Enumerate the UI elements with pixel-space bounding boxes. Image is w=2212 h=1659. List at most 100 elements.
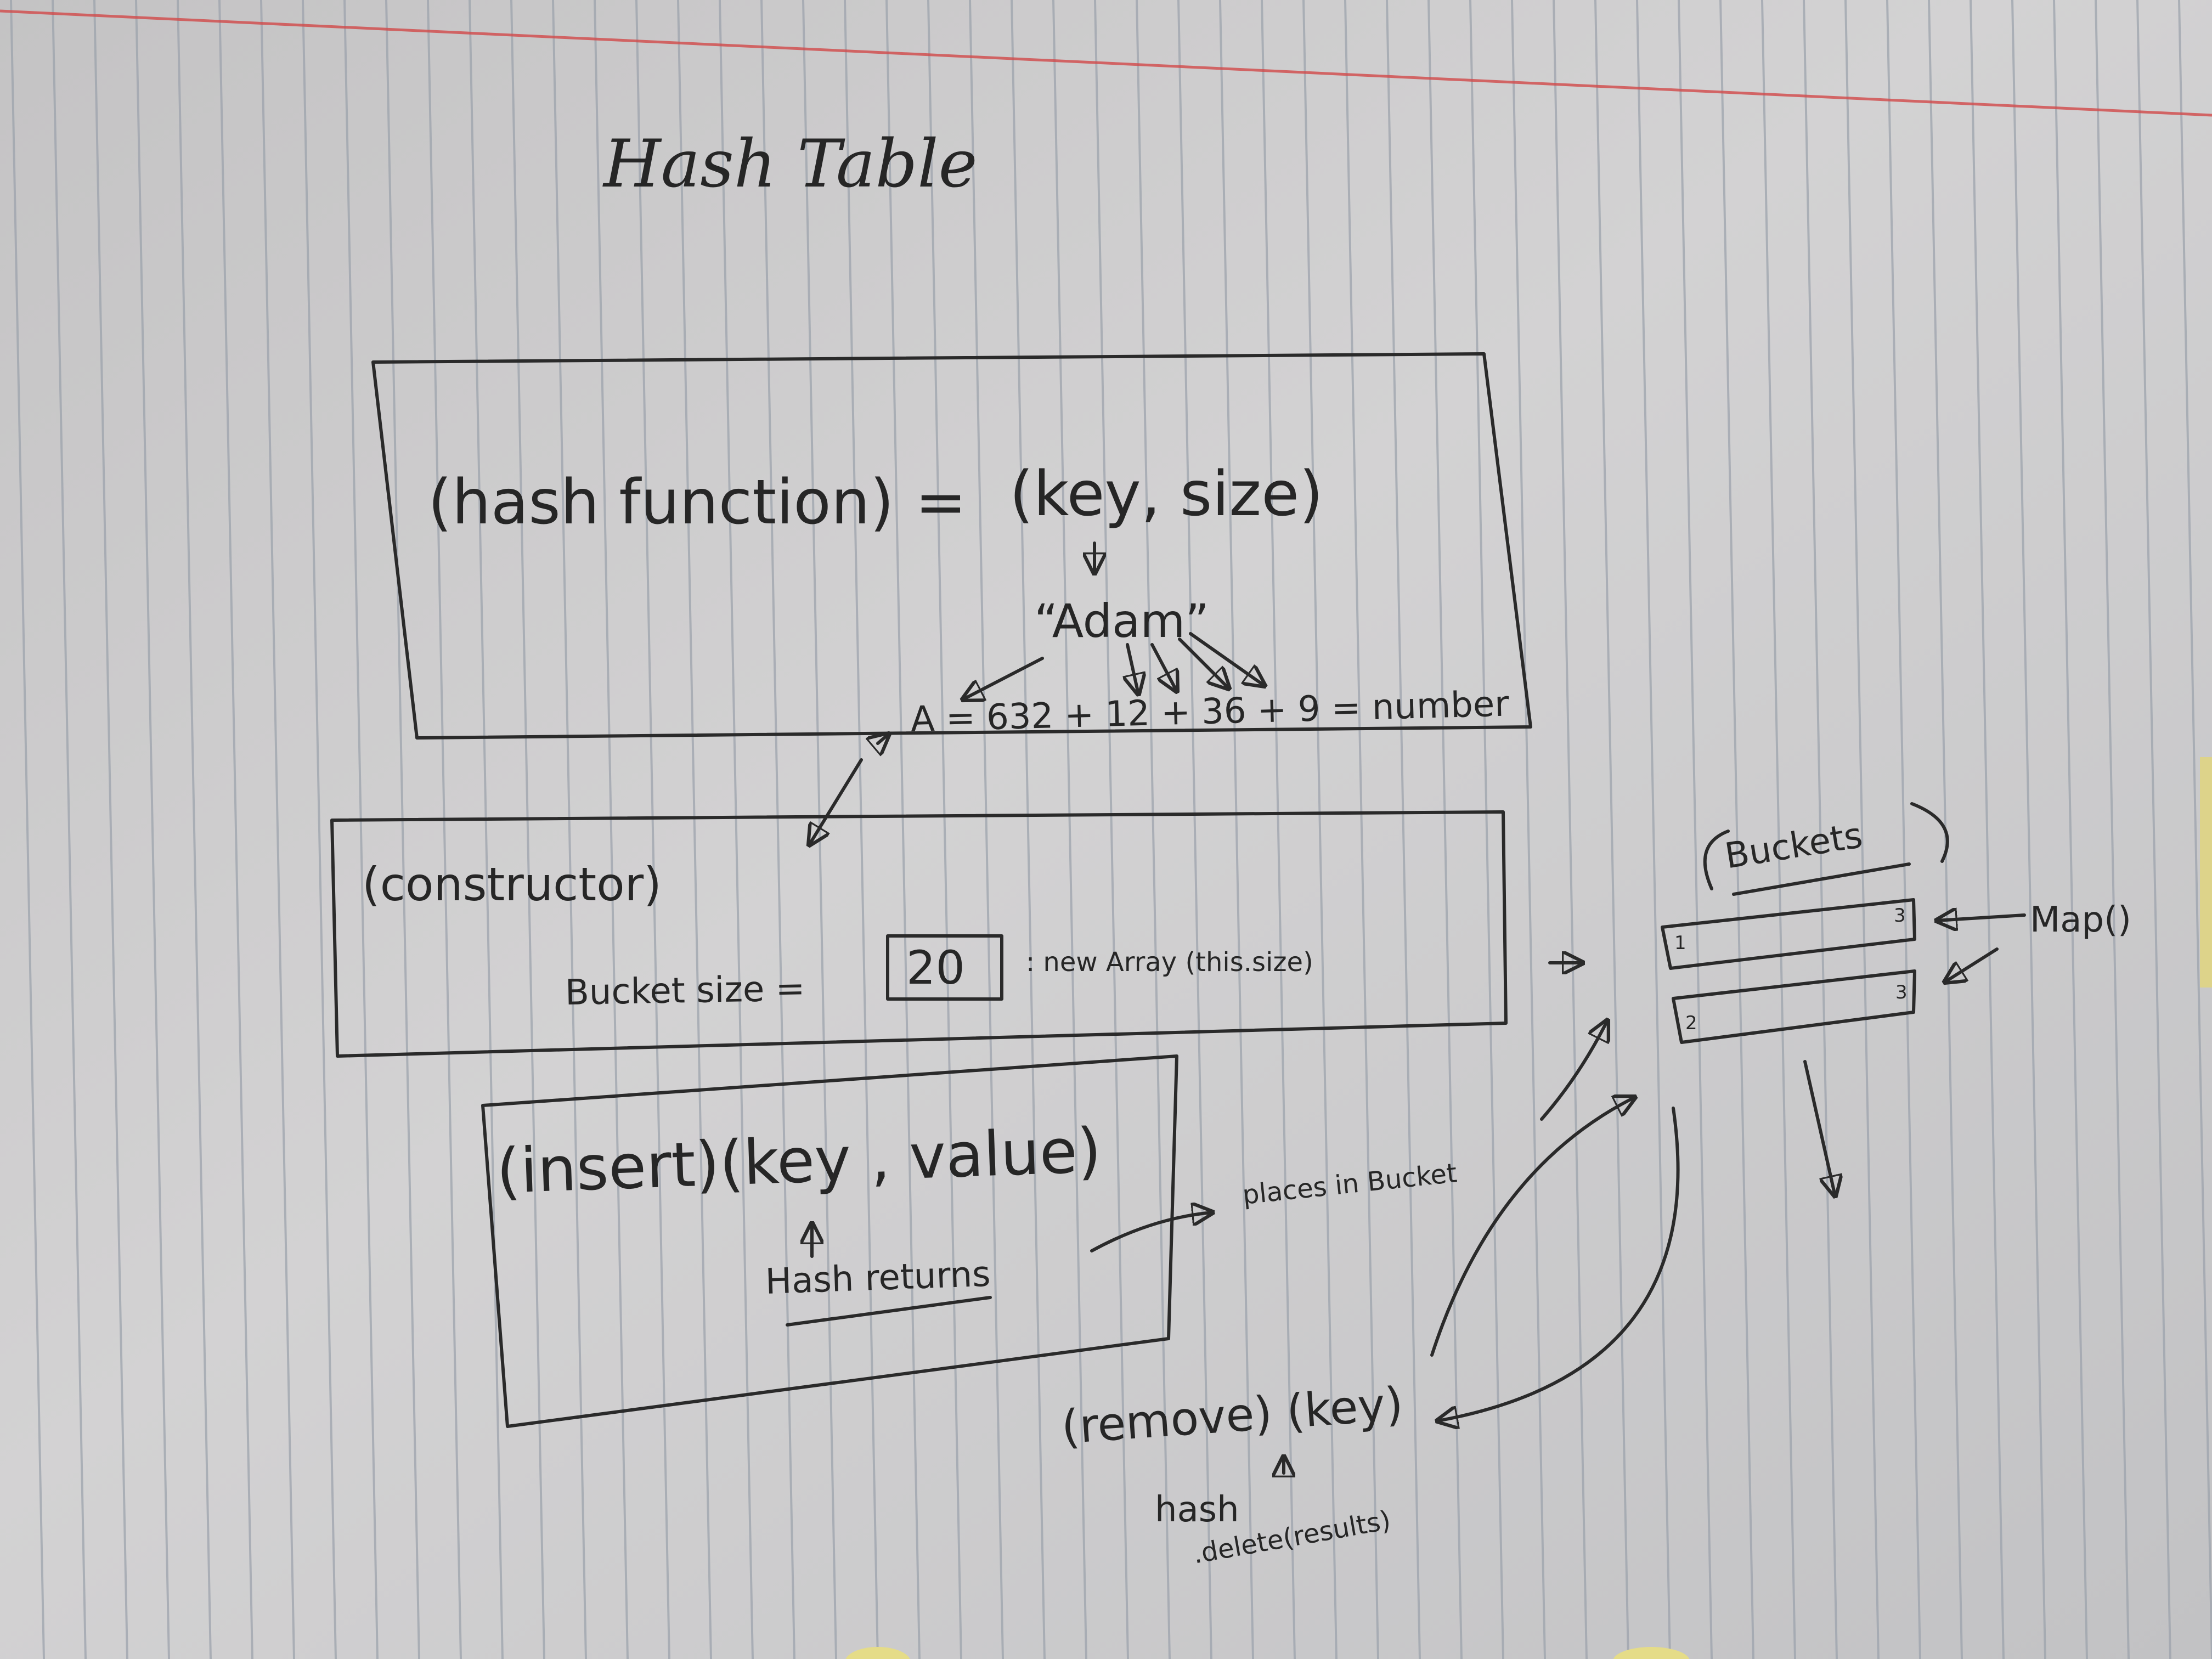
slot-1-right: 3 <box>1894 905 1906 927</box>
ruled-line <box>969 0 1004 1659</box>
map-label: Map() <box>2030 900 2131 940</box>
ruled-line <box>1052 0 1087 1659</box>
ruled-line <box>469 0 504 1659</box>
ruled-line <box>1302 0 1338 1659</box>
slot-2-right: 3 <box>1895 981 1908 1003</box>
margin-line <box>0 9 2212 117</box>
ruled-line <box>635 0 670 1659</box>
hash-returns-underline <box>786 1296 992 1327</box>
arrow-adam-to-a <box>963 657 1044 699</box>
slot-1-left: 1 <box>1674 932 1686 954</box>
arrow-adam-to-36 <box>1178 637 1229 689</box>
array-expression: : new Array (this.size) <box>1026 947 1313 978</box>
hash-function-box <box>371 352 1532 740</box>
ruled-line <box>135 0 170 1659</box>
ruled-line <box>1678 0 1713 1659</box>
hash-function-text: hash function <box>452 467 870 538</box>
ruled-line <box>2053 0 2088 1659</box>
ruled-line <box>1427 0 1463 1659</box>
arrow-remove-to-buckets <box>1430 1097 1635 1357</box>
ruled-line <box>927 0 962 1659</box>
ruled-line <box>844 0 879 1659</box>
ruled-line <box>177 0 212 1659</box>
bucket-slot-1 <box>1661 898 1916 970</box>
ruled-line <box>1177 0 1212 1659</box>
buckets-bracket <box>1703 802 1949 890</box>
ruled-line <box>10 0 45 1659</box>
arrow-into-hash-box <box>878 734 889 743</box>
ruled-line <box>1636 0 1671 1659</box>
insert-params: key , value <box>742 1116 1079 1199</box>
ruled-line <box>260 0 295 1659</box>
bucket-size-label: Bucket size = <box>565 968 805 1013</box>
ruled-line <box>52 0 87 1659</box>
ruled-line <box>677 0 712 1659</box>
ruled-line <box>2178 0 2212 1659</box>
ruled-line <box>760 0 795 1659</box>
bucket-slot-2 <box>1672 969 1916 1044</box>
ruled-line <box>719 0 754 1659</box>
ruled-line <box>2011 0 2046 1659</box>
ruled-line <box>1844 0 1880 1659</box>
ruled-line <box>1511 0 1546 1659</box>
ruled-line <box>885 0 921 1659</box>
yellow-tab-left <box>845 1647 910 1659</box>
ruled-line <box>594 0 629 1659</box>
arrow-adam-to-12 <box>1150 643 1177 691</box>
ruled-line <box>2136 0 2171 1659</box>
hash-params-text: key, size <box>1033 459 1300 530</box>
arrow-adam-to-9 <box>1189 632 1265 686</box>
arrow-adam-to-632 <box>1127 643 1138 694</box>
remove-params: key <box>1302 1378 1387 1437</box>
hash-params: (key, size) <box>1009 459 1323 530</box>
arrow-buckets-to-remove <box>1437 1107 1680 1421</box>
ruled-line <box>1261 0 1296 1659</box>
ruled-line <box>1553 0 1588 1659</box>
constructor-label: (constructor) <box>362 857 662 911</box>
ruled-line <box>1219 0 1254 1659</box>
ruled-line <box>93 0 128 1659</box>
ruled-line <box>1094 0 1129 1659</box>
hash-function-label: (hash function) <box>428 467 894 538</box>
hash-assign: = <box>915 467 967 538</box>
constructor-box <box>330 810 1508 1058</box>
buckets-underline <box>1732 862 1911 896</box>
arrow-returns-to-places <box>1090 1212 1212 1252</box>
ruled-line <box>1970 0 2005 1659</box>
hash-returns: Hash returns <box>764 1254 991 1302</box>
insert-box <box>481 1054 1178 1428</box>
ruled-line <box>427 0 462 1659</box>
ruled-line <box>1386 0 1421 1659</box>
insert-text: insert <box>519 1129 697 1207</box>
yellow-tab-edge <box>2200 757 2212 988</box>
ruled-line <box>1136 0 1171 1659</box>
bucket-size-box <box>886 934 1003 1001</box>
ruled-line <box>343 0 379 1659</box>
page-title: Hash Table <box>603 126 978 202</box>
ruled-line <box>552 0 587 1659</box>
ruled-line <box>1886 0 1921 1659</box>
example-key: “Adam” <box>1034 594 1209 648</box>
ruled-line <box>218 0 253 1659</box>
ruled-line <box>1011 0 1046 1659</box>
arrow-map-to-slot-1 <box>1937 915 2026 921</box>
arrow-map-to-slot-2 <box>1945 947 1999 982</box>
ruled-line <box>1761 0 1796 1659</box>
ruled-line <box>2095 0 2130 1659</box>
ruled-line <box>1344 0 1379 1659</box>
ruled-line <box>1469 0 1504 1659</box>
slot-2-left: 2 <box>1685 1012 1697 1034</box>
ruled-line <box>1719 0 1754 1659</box>
ruled-line <box>385 0 420 1659</box>
arrow-places-to-buckets <box>1540 1020 1607 1121</box>
arrow-buckets-down <box>1803 1060 1835 1196</box>
bucket-size-value: 20 <box>906 941 965 995</box>
ruled-line <box>1803 0 1838 1659</box>
constructor-text: constructor <box>380 857 644 911</box>
remove-hash: hash <box>1155 1489 1239 1530</box>
ruled-line <box>302 0 337 1659</box>
ruled-line <box>510 0 545 1659</box>
